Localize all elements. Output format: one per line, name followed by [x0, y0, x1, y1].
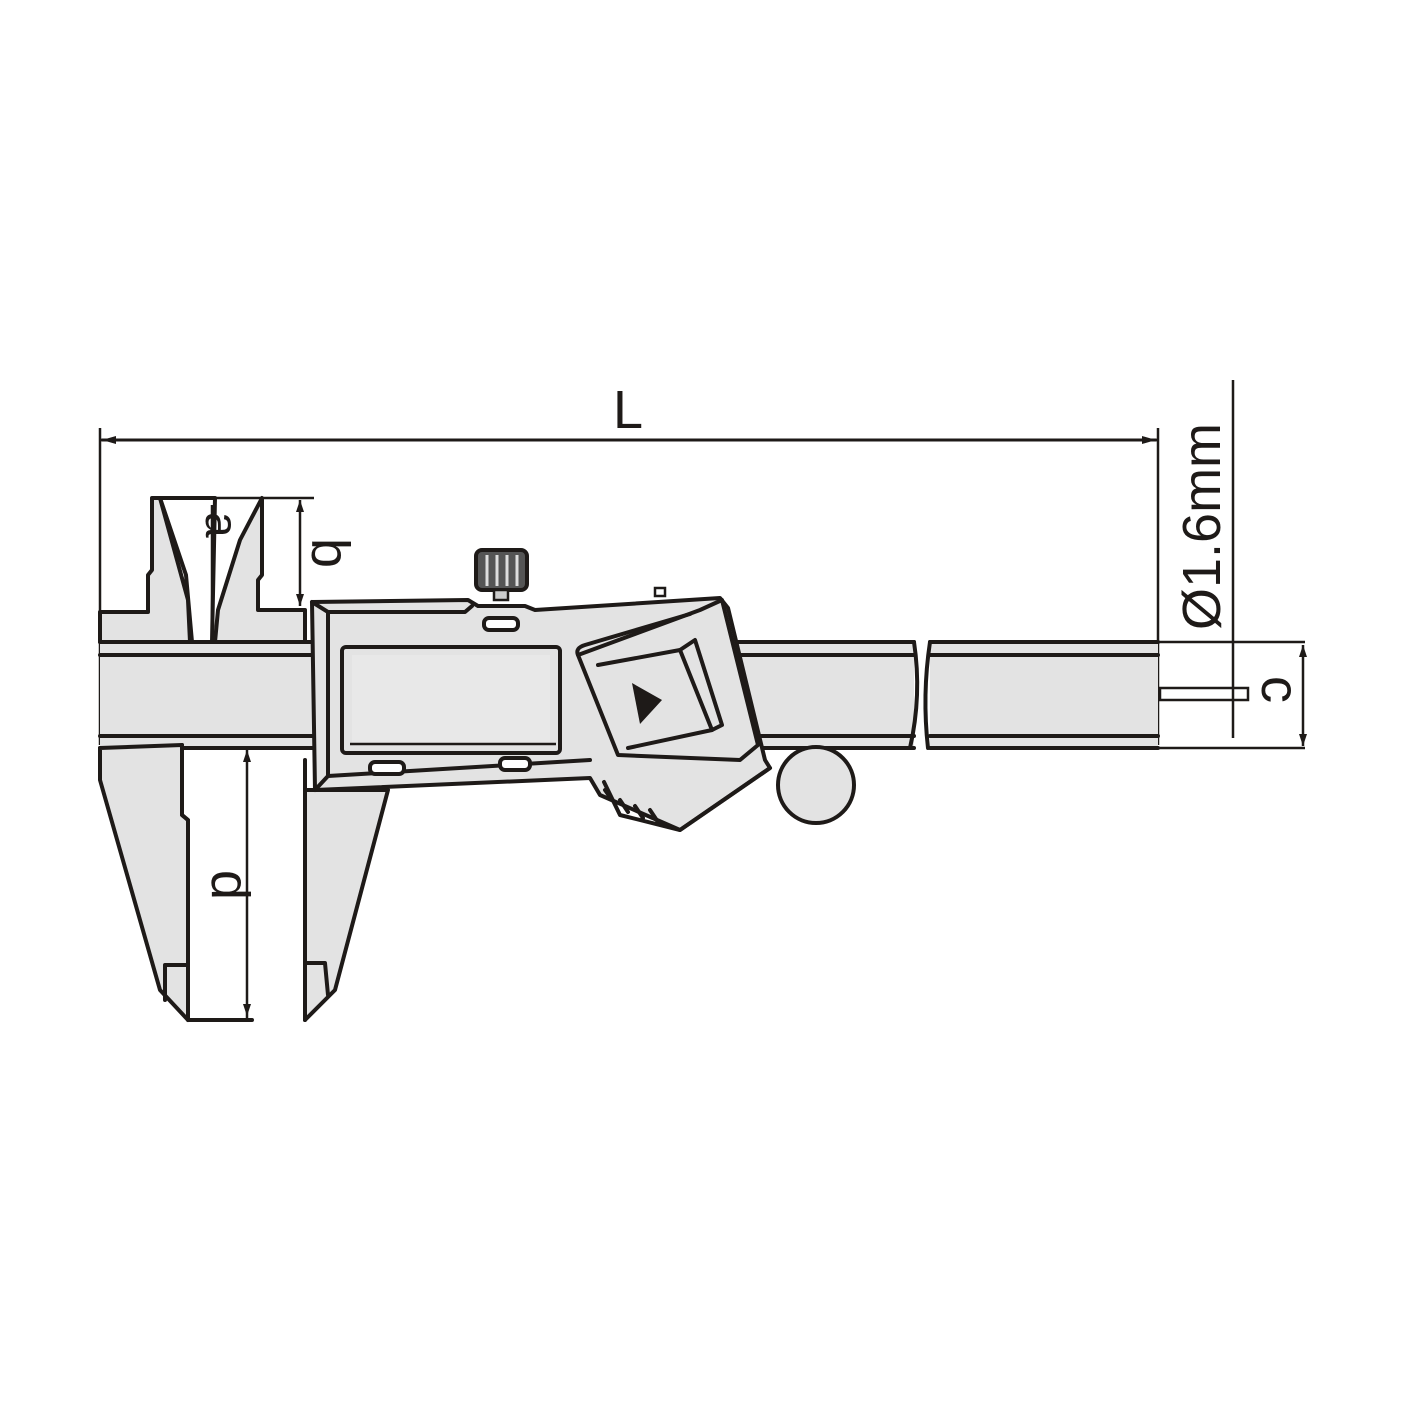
button-housing	[575, 598, 772, 832]
play-triangle-icon	[632, 683, 662, 724]
label-d: d	[200, 870, 260, 900]
label-a: a	[196, 512, 248, 538]
label-L: L	[613, 380, 643, 440]
thumb-roller	[776, 745, 856, 825]
inside-jaws: a b	[98, 496, 360, 644]
display-button	[632, 683, 662, 724]
label-c: c	[1250, 676, 1310, 703]
label-rod-diameter: Ø1.6mm	[1172, 423, 1232, 630]
depth-rod: Ø1.6mm c	[1158, 380, 1310, 750]
lock-screw	[474, 548, 529, 602]
lcd-display	[340, 645, 562, 755]
label-b: b	[300, 538, 360, 568]
outside-jaws: d	[98, 743, 390, 1022]
